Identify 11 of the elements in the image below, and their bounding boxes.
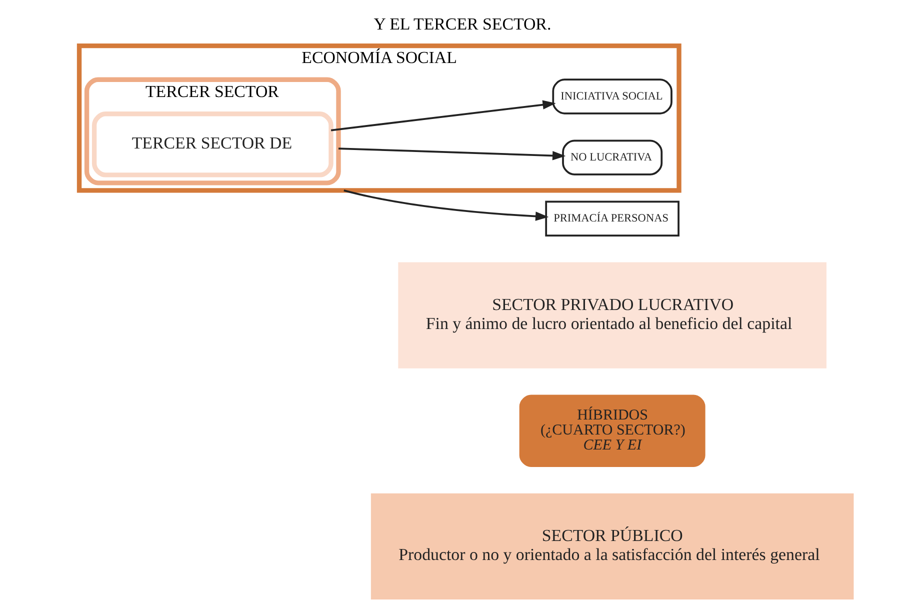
node-box: PRIMACÍA PERSONAS [544, 200, 679, 236]
arrow [330, 100, 556, 132]
diagram-title: Y EL TERCER SECTOR. [373, 14, 551, 34]
node-box: HÍBRIDOS (¿CUARTO SECTOR?) CEE Y EI [518, 394, 705, 468]
node-box: TERCER SECTOR DE [91, 112, 333, 178]
arrow [343, 190, 548, 221]
node-box: INICIATIVA SOCIAL [552, 78, 672, 114]
node-box: SECTOR PÚBLICO Productor o no y orientado a la satisfacción del interés general [370, 493, 854, 600]
arrow [338, 148, 566, 160]
node-box: SECTOR PRIVADO LUCRATIVO Fin y ánimo de lucro orientado al beneficio del capital [398, 262, 826, 368]
node-box: NO LUCRATIVA [562, 140, 662, 176]
